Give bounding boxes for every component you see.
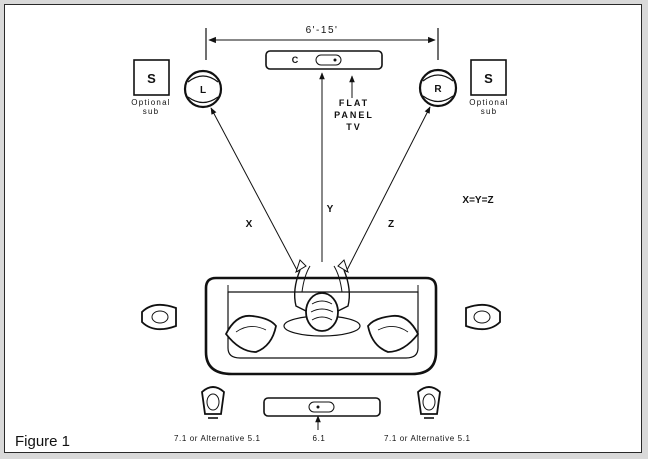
width-dimension-label: 6'-15' bbox=[306, 25, 339, 36]
rear-right-caption: 7.1 or Alternative 5.1 bbox=[384, 434, 471, 443]
rear-right-speaker: 7.1 or Alternative 5.1 bbox=[384, 386, 471, 443]
optional-sub-left-line1: Optional bbox=[131, 98, 170, 107]
front-left-label: L bbox=[200, 85, 206, 96]
distance-lines: X Y Z X=Y=Z bbox=[210, 72, 494, 273]
center-speaker-label: C bbox=[292, 55, 299, 65]
listener bbox=[293, 259, 351, 332]
subwoofer-right: S Optional sub bbox=[469, 59, 508, 116]
figure-caption: Figure 1 bbox=[15, 433, 70, 450]
side-right-speaker bbox=[465, 303, 501, 331]
distance-y-label: Y bbox=[327, 204, 334, 215]
tv-label-line2: PANEL bbox=[334, 110, 374, 120]
distance-z-label: Z bbox=[388, 219, 394, 230]
equality-label: X=Y=Z bbox=[462, 195, 493, 206]
width-dimension: 6'-15' bbox=[205, 25, 439, 60]
front-left-speaker: L bbox=[183, 69, 223, 109]
optional-sub-left-line2: sub bbox=[143, 107, 160, 116]
subwoofer-left: S Optional sub bbox=[131, 59, 170, 116]
optional-sub-right-line2: sub bbox=[481, 107, 498, 116]
tv-label-line3: TV bbox=[346, 122, 362, 132]
rear-center-speaker: 6.1 bbox=[263, 397, 381, 443]
front-right-speaker: R bbox=[418, 68, 458, 108]
subwoofer-right-label: S bbox=[484, 71, 493, 86]
distance-x-label: X bbox=[246, 219, 253, 230]
cushion-left bbox=[224, 314, 277, 353]
side-left-speaker bbox=[141, 303, 177, 331]
rear-left-speaker: 7.1 or Alternative 5.1 bbox=[174, 386, 261, 443]
center-speaker: C bbox=[265, 50, 383, 70]
tv-label-line1: FLAT bbox=[339, 98, 369, 108]
cushion-right bbox=[367, 314, 420, 353]
subwoofer-left-label: S bbox=[147, 71, 156, 86]
rear-left-caption: 7.1 or Alternative 5.1 bbox=[174, 434, 261, 443]
front-right-label: R bbox=[434, 84, 442, 95]
optional-sub-right-line1: Optional bbox=[469, 98, 508, 107]
rear-center-caption: 6.1 bbox=[313, 434, 326, 443]
tv-annotation: FLAT PANEL TV bbox=[334, 75, 374, 132]
